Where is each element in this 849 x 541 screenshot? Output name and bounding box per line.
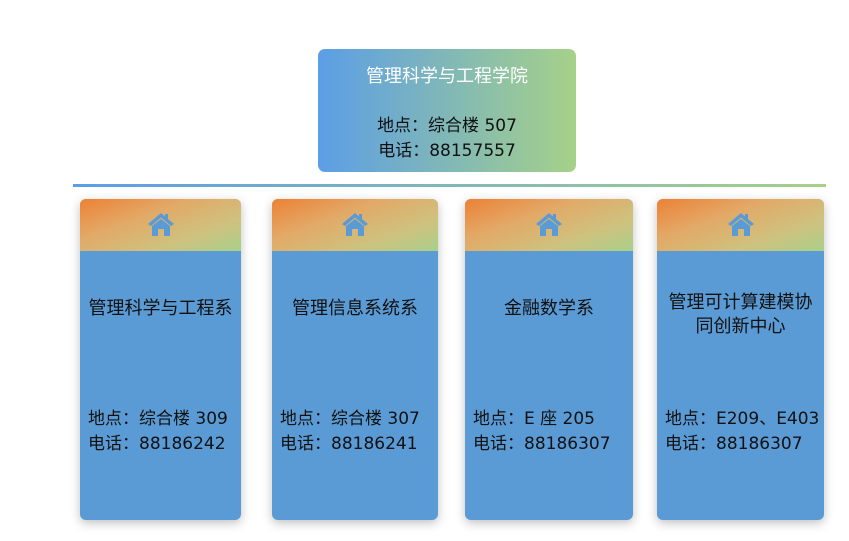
home-icon [727, 213, 754, 236]
department-location: 地点：综合楼 307 [280, 409, 420, 429]
card-header [657, 199, 824, 251]
college-phone: 电话：88157557 [378, 141, 516, 161]
department-name: 管理信息系统系 [292, 298, 418, 319]
department-location: 地点：综合楼 309 [88, 409, 228, 429]
department-phone: 电话：88186307 [473, 434, 611, 454]
connector-line [73, 184, 826, 187]
college-name: 管理科学与工程学院 [366, 66, 528, 87]
department-phone: 电话：88186241 [280, 434, 418, 454]
department-card[interactable]: 管理可计算建模协同创新中心 地点：E209、E403 电话：88186307 [657, 199, 824, 520]
department-card[interactable]: 金融数学系 地点：E 座 205 电话：88186307 [465, 199, 633, 520]
home-icon [147, 213, 174, 236]
department-phone: 电话：88186242 [88, 434, 226, 454]
card-header [80, 199, 241, 251]
department-name: 管理可计算建模协同创新中心 [668, 292, 813, 337]
college-card: 管理科学与工程学院 地点：综合楼 507 电话：88157557 [318, 49, 576, 172]
college-location: 地点：综合楼 507 [377, 116, 517, 136]
department-name: 管理科学与工程系 [88, 298, 233, 319]
card-header [465, 199, 633, 251]
department-card[interactable]: 管理信息系统系 地点：综合楼 307 电话：88186241 [272, 199, 438, 520]
card-header [272, 199, 438, 251]
department-name: 金融数学系 [504, 298, 594, 319]
department-location: 地点：E 座 205 [473, 409, 595, 429]
department-phone: 电话：88186307 [665, 434, 803, 454]
department-location: 地点：E209、E403 [665, 409, 820, 429]
department-card[interactable]: 管理科学与工程系 地点：综合楼 309 电话：88186242 [80, 199, 241, 520]
home-icon [536, 213, 562, 236]
home-icon [342, 213, 368, 236]
